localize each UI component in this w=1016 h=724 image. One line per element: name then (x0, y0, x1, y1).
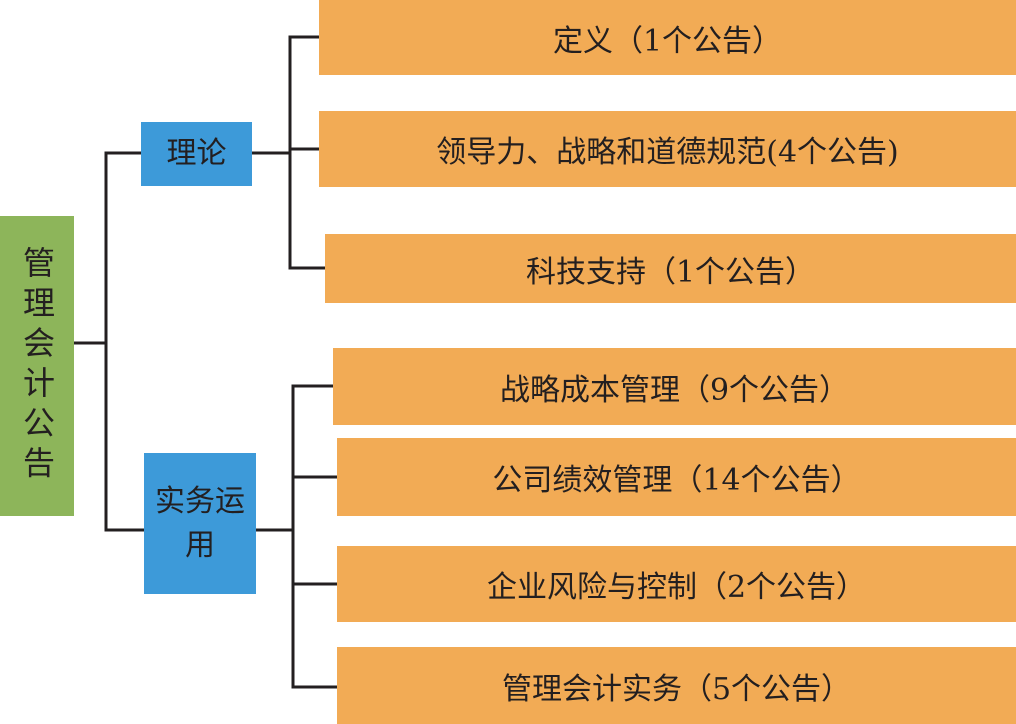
category-theory: 理论 (141, 122, 252, 186)
practice-bracket (291, 384, 337, 689)
category-practice: 实务运用 (144, 453, 256, 594)
root-node: 管理会计公告 (0, 216, 74, 516)
root-label: 管理会计公告 (18, 246, 56, 486)
leaf-enterprise-risk-control: 企业风险与控制（2个公告） (337, 546, 1016, 622)
leaf-label: 企业风险与控制（2个公告） (486, 570, 867, 605)
leaf-leadership-strategy-ethics: 领导力、战略和道德规范(4个公告) (319, 111, 1016, 187)
leaf-label: 科技支持（1个公告） (525, 254, 816, 290)
category-theory-label: 理论 (166, 136, 227, 172)
leaf-label: 战略成本管理（9个公告） (499, 372, 850, 408)
theory-bracket (288, 35, 325, 270)
category-practice-label: 实务运用 (155, 484, 245, 563)
leaf-corporate-performance-management: 公司绩效管理（14个公告） (337, 438, 1016, 516)
leaf-definition: 定义（1个公告） (319, 0, 1016, 75)
leaf-label: 领导力、战略和道德规范(4个公告) (436, 135, 899, 170)
leaf-label: 定义（1个公告） (552, 23, 783, 59)
leaf-label: 公司绩效管理（14个公告） (492, 463, 861, 498)
leaf-technology-support: 科技支持（1个公告） (325, 234, 1016, 303)
leaf-label: 管理会计实务（5个公告） (501, 671, 852, 707)
leaf-management-accounting-practice: 管理会计实务（5个公告） (337, 647, 1016, 724)
leaf-strategic-cost-management: 战略成本管理（9个公告） (333, 348, 1016, 425)
root-bracket (104, 151, 144, 532)
